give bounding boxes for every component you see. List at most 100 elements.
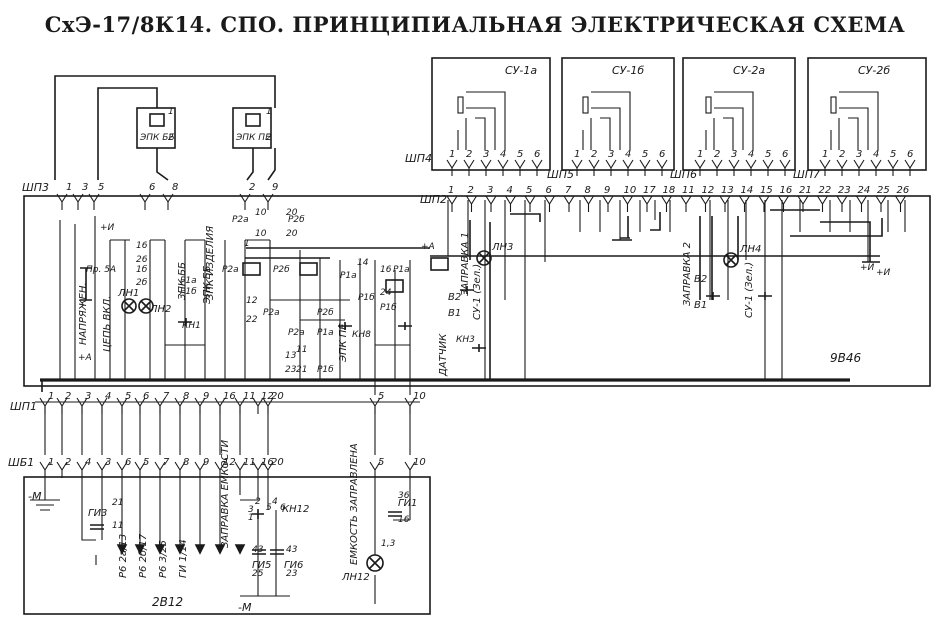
ground-icon [41, 239, 880, 392]
su-pin-number: 2 [591, 149, 597, 160]
neg-terminal-label-2: -М [238, 601, 252, 614]
connector-pin-icon [116, 461, 128, 478]
svg-text:1: 1 [168, 107, 174, 117]
svg-text:1: 1 [266, 107, 272, 117]
block-9v46 [23, 195, 931, 387]
block-9v46-component-label: В2 [448, 292, 461, 303]
neg-terminal-label: -М [28, 490, 42, 503]
su-box-label: СУ-1б [612, 64, 644, 77]
su-pin-number: 3 [483, 149, 489, 160]
block-9v46-pin-label: Р2б [273, 265, 290, 275]
shp2-pin-number: 8 [585, 185, 591, 196]
shb1-pin-number: 8 [183, 457, 189, 468]
shp2-pin-number: 26 [897, 185, 910, 196]
shp2-label: ШП2 [420, 193, 447, 206]
su-pin-number: 5 [517, 149, 523, 160]
contact-icon [252, 509, 264, 519]
block-2v12-rail-label: Р6 2а/13 [118, 534, 129, 578]
capacitor-icon [252, 549, 284, 555]
connector-pin-icon [404, 461, 416, 478]
connector-pin-icon [622, 159, 634, 176]
su-box-label: СУ-2а [733, 64, 765, 77]
su-connector-label: ШП7 [793, 168, 820, 181]
shp2-pin-number: 11 [682, 185, 695, 196]
block-9v46-pin-label: Р1а [393, 265, 410, 275]
capacitor-icon [90, 524, 104, 530]
shb1-pin-number: 12 [223, 457, 236, 468]
connector-pin-icon [505, 195, 516, 212]
block-9v46-pin-label: Р2а [232, 215, 249, 225]
shp2-pin-number: 9 [604, 185, 610, 196]
shp2-pin-number: 22 [819, 185, 832, 196]
shb1-pin-number: 3 [105, 457, 111, 468]
fuse-icon [80, 267, 92, 301]
block-2v12-rail-label: Р6 3/25 [158, 540, 169, 578]
block-2v12-number: 16 [398, 515, 410, 525]
shp3-label: ШП3 [22, 181, 49, 194]
su-pin-number: 4 [748, 149, 754, 160]
block-9v46-component-label: ЛН3 [491, 242, 513, 253]
connector-pin-icon [154, 461, 166, 478]
connector-pin-icon [711, 159, 723, 176]
shb1-label: ШБ1 [8, 456, 34, 469]
su-box-1a: СУ-1а ШП4 [405, 57, 551, 171]
shp1-pin-number: 1 [48, 391, 54, 402]
su-connector-label: ШП4 [405, 152, 432, 165]
block-2v12-number: 36 [398, 491, 410, 501]
lamp-ln1 [121, 298, 137, 314]
shp2-pin-number: 6 [546, 185, 552, 196]
block-9v46-pin-label: КН8 [352, 330, 371, 340]
shp1-pin-number: 6 [143, 391, 149, 402]
block-9v46-pin-label: 10 [255, 229, 267, 239]
su-box-2a: СУ-2а ШП6 [670, 57, 796, 181]
connector-pin-icon [605, 159, 617, 176]
block-2v12-number: 5 [266, 503, 272, 513]
block-9v46-component-label: ЭПК ББ [202, 265, 213, 305]
capacitor-icon [388, 511, 402, 517]
connector-pin-icon [39, 461, 51, 478]
shp1-pin-number: 20 [271, 391, 284, 402]
block-9v46-component-label: ЗПК ББ [177, 262, 188, 300]
su-pin-number: 6 [659, 149, 665, 160]
shp2-pin-number: 15 [760, 185, 773, 196]
arrow-icons [116, 544, 246, 555]
connector-pin-icon [252, 461, 264, 478]
connector-pin-icon [531, 159, 543, 176]
block-2v12-component-label: ГИ3 [88, 508, 107, 519]
block-9v46-pin-label: 11 [296, 345, 307, 355]
connector-pin-icon [134, 461, 146, 478]
shb1-pin-number: 10 [413, 457, 426, 468]
shp2-pin-number: 3 [487, 185, 493, 196]
shb1-pin-number: 5 [143, 457, 149, 468]
shb1-pin-number: 1 [48, 457, 54, 468]
block-9v46-pin-label: 2б [136, 278, 148, 288]
relay-p2a [242, 262, 261, 276]
block-9v46-component-label: ЭПК ПЕ [338, 323, 349, 363]
connector-pin-icon [466, 195, 477, 212]
shp1-pin-number: 7 [163, 391, 170, 402]
block-9v46-component-label: ЗАПРАВКА 1 [460, 232, 471, 296]
epk-pe: ЭПК ПЕ 1 2 [232, 107, 272, 149]
connector-pin-icon [719, 195, 731, 212]
su-pin-number: 1 [697, 149, 703, 160]
svg-text:2: 2 [266, 133, 272, 143]
shp3-pin-number: 1 [66, 182, 72, 193]
connector-pin-icon [194, 461, 206, 478]
block-9v46-pin-label: +А [421, 242, 435, 252]
connector-pin-icon [836, 159, 848, 176]
shp2-pin-number: 21 [799, 185, 812, 196]
su-pin-number: 4 [625, 149, 631, 160]
shp2-pin-number: 1 [448, 185, 454, 196]
block-2v12-number: 43 [286, 545, 298, 555]
su-box-label: СУ-1а [505, 64, 537, 77]
block-2v12-component-label: ГИ6 [284, 560, 303, 571]
block-9v46-pin-label: Р1б [317, 365, 334, 375]
connector-pin-icon [463, 159, 475, 176]
su-pin-number: 4 [500, 149, 506, 160]
su-pin-number: 5 [765, 149, 771, 160]
shp1-pin-number: 10 [413, 391, 426, 402]
block-9v46-label: 9В46 [830, 351, 862, 365]
block-9v46-component-label: ДАТЧИК [438, 333, 449, 377]
